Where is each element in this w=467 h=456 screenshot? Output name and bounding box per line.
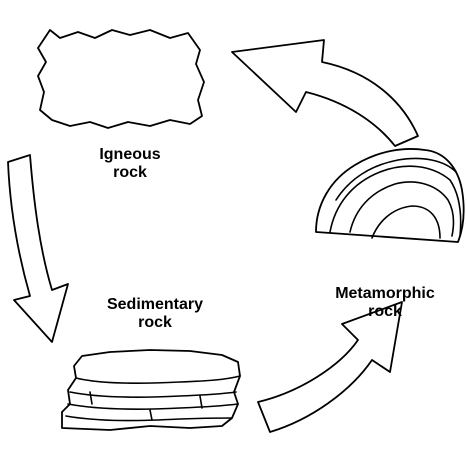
igneous-rock-label: Igneous rock [75,146,185,182]
metamorphic-rock-shape [316,149,464,242]
metamorphic-rock-label: Metamorphic rock [310,285,460,321]
sedimentary-rock-shape [62,350,240,430]
metamorphic-label-line2: rock [310,303,460,321]
igneous-label-line2: rock [75,164,185,182]
arrow-sedimentary-to-metamorphic [258,302,402,432]
sedimentary-rock-label: Sedimentary rock [85,296,225,332]
metamorphic-label-line1: Metamorphic [310,285,460,303]
sedimentary-label-line2: rock [85,314,225,332]
arrow-igneous-to-sedimentary [8,155,68,342]
arrow-metamorphic-to-igneous [232,40,418,146]
igneous-label-line1: Igneous [75,146,185,164]
igneous-rock-shape [38,30,204,128]
sedimentary-label-line1: Sedimentary [85,296,225,314]
